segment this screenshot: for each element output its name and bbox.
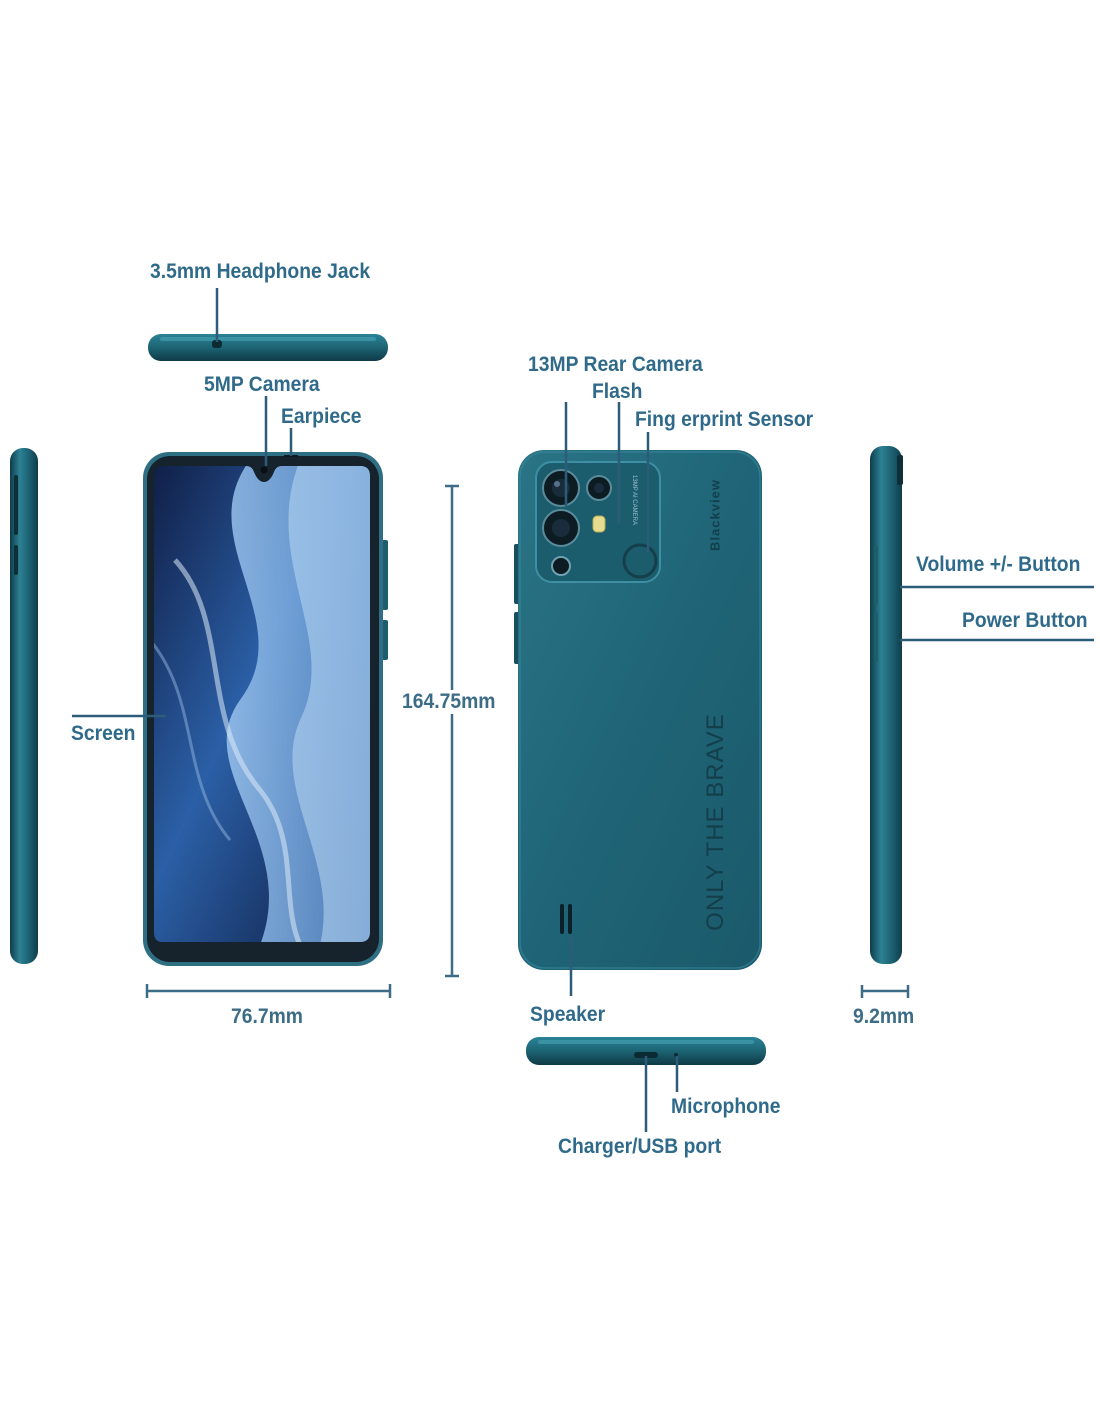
label-charger-port: Charger/USB port: [558, 1135, 722, 1158]
back-camera-print: 13MP AI CAMERA: [631, 475, 637, 525]
ai-lens-icon: [551, 556, 571, 576]
fingerprint-sensor-icon: [622, 543, 658, 579]
back-brand-text: Blackview: [707, 479, 723, 551]
label-power-button: Power Button: [962, 609, 1088, 632]
front-camera-icon: [260, 466, 268, 474]
label-front-camera: 5MP Camera: [204, 373, 320, 396]
label-fingerprint: Fing erprint Sensor: [635, 408, 814, 431]
speaker-icon: [560, 904, 564, 934]
dimension-thickness-label: 9.2mm: [853, 1005, 915, 1028]
front-phone-view: [72, 396, 388, 966]
headphone-jack-icon: [212, 340, 222, 348]
label-volume-button: Volume +/- Button: [916, 553, 1081, 576]
width-dimension: [145, 984, 392, 998]
bottom-edge-view: [526, 1037, 766, 1132]
thickness-dimension: [860, 985, 910, 998]
top-edge-view: [148, 288, 388, 361]
flash-icon: [592, 515, 606, 533]
label-rear-camera: 13MP Rear Camera: [528, 353, 703, 376]
right-side-view: [870, 446, 1094, 964]
back-slogan-text: ONLY THE BRAVE: [702, 713, 729, 931]
screen-wallpaper: [154, 466, 370, 942]
dimension-height-label: 164.75mm: [402, 690, 496, 713]
label-headphone-jack: 3.5mm Headphone Jack: [150, 260, 371, 283]
label-flash: Flash: [592, 380, 643, 403]
height-dimension: [445, 484, 459, 978]
label-speaker: Speaker: [530, 1003, 606, 1026]
left-side-view: [10, 448, 38, 964]
label-earpiece: Earpiece: [281, 405, 362, 428]
label-microphone: Microphone: [671, 1095, 781, 1118]
dimension-width-label: 76.7mm: [231, 1005, 303, 1028]
label-screen: Screen: [71, 722, 136, 745]
usb-port-icon: [634, 1052, 658, 1058]
back-phone-view: [514, 402, 762, 996]
